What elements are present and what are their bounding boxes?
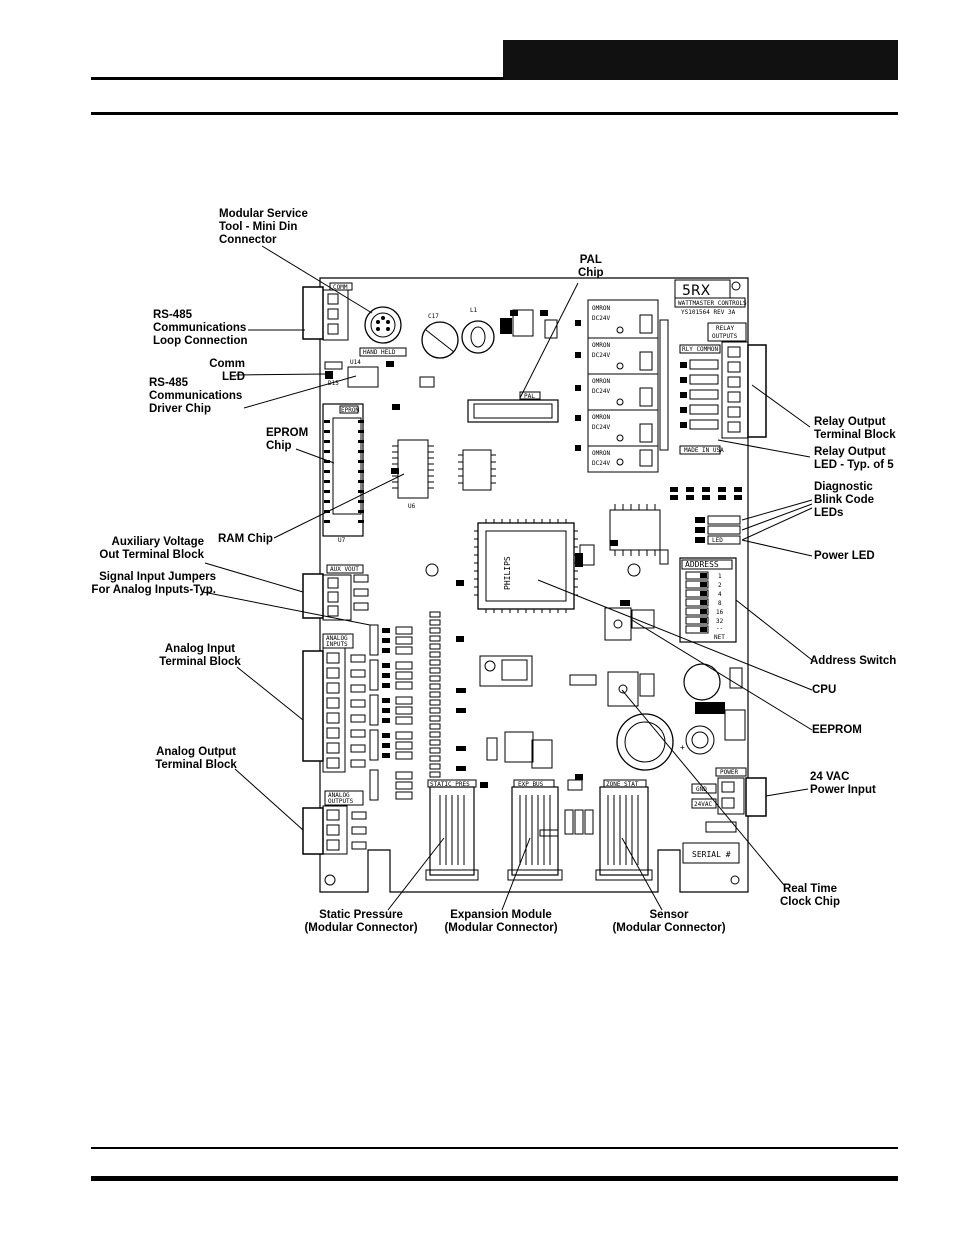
- svg-text:ANALOG: ANALOG: [326, 635, 348, 642]
- svg-text:2: 2: [718, 582, 722, 589]
- svg-text:RLY COMMON: RLY COMMON: [682, 346, 719, 353]
- diag-leds-drawing: LED: [695, 515, 741, 545]
- svg-text:OMRON: OMRON: [592, 414, 610, 421]
- svg-text:U6: U6: [408, 503, 416, 510]
- svg-text:DC24V: DC24V: [592, 315, 610, 322]
- svg-text:LED: LED: [712, 537, 723, 544]
- label-ram-chip: RAM Chip: [218, 533, 273, 545]
- hand-held-silk: HAND HELD: [363, 349, 396, 356]
- svg-text:SERIAL #: SERIAL #: [692, 850, 731, 859]
- svg-text:NET: NET: [714, 634, 725, 641]
- svg-text:4: 4: [718, 591, 722, 598]
- svg-text:GND: GND: [696, 786, 707, 793]
- svg-text:DC24V: DC24V: [592, 352, 610, 359]
- svg-text:ZONE STAT: ZONE STAT: [606, 781, 639, 788]
- relay-leds: [680, 359, 719, 430]
- svg-text:24VAC: 24VAC: [694, 801, 712, 808]
- svg-text:16: 16: [716, 609, 724, 616]
- board-model-text: 5RX: [682, 283, 711, 299]
- svg-text:U14: U14: [350, 359, 361, 366]
- leader-lines: [202, 245, 813, 911]
- svg-text:MADE IN USA: MADE IN USA: [684, 447, 724, 454]
- board-maker-text: WATTMASTER CONTROLS: [678, 300, 747, 307]
- svg-text:OUTPUTS: OUTPUTS: [328, 798, 354, 805]
- header-top-rule: [91, 77, 503, 80]
- svg-text:OMRON: OMRON: [592, 342, 610, 349]
- header-bottom-rule: [91, 112, 898, 115]
- svg-text:OMRON: OMRON: [592, 450, 610, 457]
- svg-text:32: 32: [716, 618, 724, 625]
- svg-text:DC24V: DC24V: [592, 424, 610, 431]
- label-power-led: Power LED: [814, 550, 875, 562]
- footer-rule-thick: [91, 1176, 898, 1181]
- svg-text:POWER: POWER: [720, 769, 738, 776]
- label-sensor: Sensor(Modular Connector): [612, 909, 726, 934]
- label-address-switch: Address Switch: [810, 655, 897, 667]
- board-part-text: YS101564 REV 3A: [681, 309, 736, 316]
- svg-text:RELAY: RELAY: [716, 325, 734, 332]
- pal-silk: PAL: [524, 393, 535, 400]
- svg-text:OMRON: OMRON: [592, 305, 610, 312]
- label-expansion-module: Expansion Module(Modular Connector): [444, 909, 558, 934]
- svg-text:L1: L1: [470, 307, 478, 314]
- comm-silk: COMM: [333, 284, 348, 291]
- board-outline: [319, 277, 749, 893]
- svg-text:DC24V: DC24V: [592, 460, 610, 467]
- svg-text:ANALOG: ANALOG: [328, 792, 350, 799]
- relay-bank: OMRON OMRON OMRON OMRON OMRON DC24V DC24…: [587, 299, 659, 473]
- svg-text:INPUTS: INPUTS: [326, 641, 348, 648]
- label-eeprom: EEPROM: [812, 724, 862, 736]
- svg-text:DC24V: DC24V: [592, 388, 610, 395]
- svg-text:U7: U7: [338, 537, 346, 544]
- eprom-silk: EPROM: [341, 407, 359, 414]
- svg-text:1: 1: [718, 573, 722, 580]
- svg-text:--: --: [716, 625, 723, 632]
- svg-text:EXP BUS: EXP BUS: [518, 781, 544, 788]
- header-black-bar: [503, 40, 898, 80]
- label-static-pressure: Static Pressure(Modular Connector): [304, 909, 418, 934]
- label-cpu: CPU: [812, 684, 837, 696]
- svg-text:OMRON: OMRON: [592, 378, 610, 385]
- svg-text:OUTPUTS: OUTPUTS: [712, 333, 738, 340]
- footer-rule-thin: [91, 1147, 898, 1149]
- svg-text:AUX VOUT: AUX VOUT: [330, 566, 359, 573]
- svg-text:STATIC PRES: STATIC PRES: [430, 781, 470, 788]
- svg-text:C17: C17: [428, 313, 439, 320]
- svg-text:+: +: [680, 743, 685, 752]
- cpu-brand-silk: PHILIPS: [503, 556, 512, 590]
- svg-text:D15: D15: [328, 380, 339, 387]
- address-silk: ADDRESS: [685, 560, 719, 569]
- svg-text:8: 8: [718, 600, 722, 607]
